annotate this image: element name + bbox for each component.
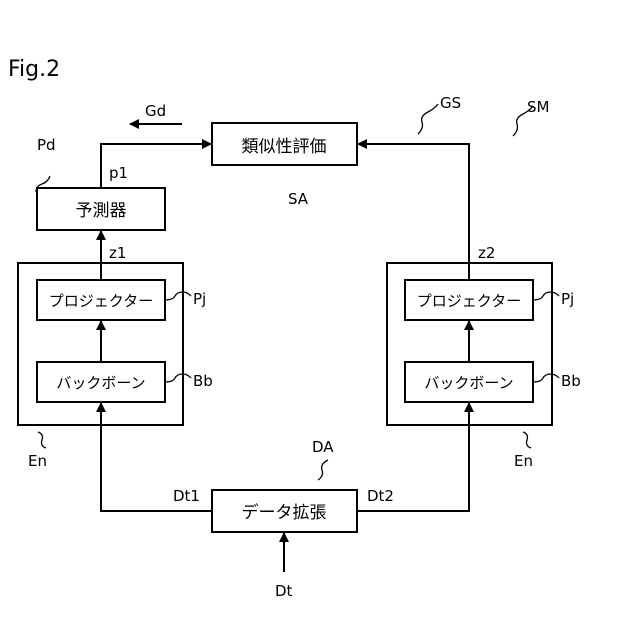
- label-en-right: En: [514, 452, 533, 470]
- predictor-label: 予測器: [76, 201, 127, 221]
- label-z1: z1: [109, 244, 126, 262]
- label-sm: SM: [527, 98, 549, 116]
- en-left-leader: [38, 432, 46, 448]
- label-dt: Dt: [275, 582, 293, 600]
- label-p1: p1: [109, 164, 128, 182]
- label-pj-left: Pj: [193, 290, 206, 308]
- label-en-left: En: [28, 452, 47, 470]
- backbone-left-label: バックボーン: [56, 374, 145, 392]
- label-dt1: Dt1: [173, 487, 200, 505]
- data-augmentation-label: データ拡張: [242, 502, 327, 523]
- label-gd: Gd: [145, 102, 166, 120]
- label-dt2: Dt2: [367, 487, 394, 505]
- label-da: DA: [312, 438, 334, 456]
- label-bb-left: Bb: [193, 372, 213, 390]
- da-leader: [318, 460, 328, 480]
- label-sa: SA: [288, 190, 309, 208]
- label-pd: Pd: [37, 136, 56, 154]
- similarity-evaluation-label: 類似性評価: [242, 137, 327, 157]
- backbone-right-label: バックボーン: [424, 374, 513, 392]
- en-right-leader: [523, 432, 531, 448]
- label-z2: z2: [478, 244, 495, 262]
- arrow-z2-to-similarity: [358, 144, 469, 280]
- label-gs: GS: [440, 94, 461, 112]
- figure-label: Fig.2: [8, 57, 60, 82]
- label-bb-right: Bb: [561, 372, 581, 390]
- projector-right-label: プロジェクター: [417, 292, 521, 310]
- gs-leader: [418, 104, 438, 134]
- projector-left-label: プロジェクター: [49, 292, 153, 310]
- label-pj-right: Pj: [561, 290, 574, 308]
